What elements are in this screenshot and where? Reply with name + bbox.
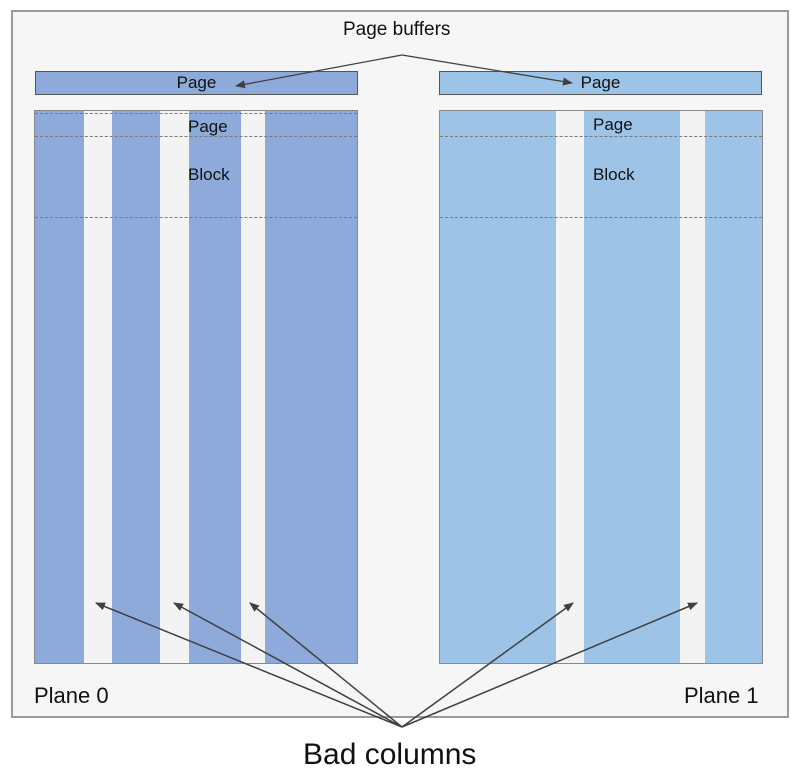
bad-column [680, 111, 705, 663]
page-boundary-line [440, 136, 762, 137]
page-label: Page [593, 115, 633, 134]
page-boundary-line [35, 113, 357, 114]
page-buffer-label: Page [580, 73, 621, 92]
page-buffer-label: Page [176, 73, 217, 92]
bad-column [160, 111, 189, 663]
page-buffer-plane-1: Page [439, 71, 762, 95]
bad-columns-title: Bad columns [303, 738, 477, 771]
block-label: Block [593, 165, 635, 184]
plane-0-array: Page Block [34, 110, 358, 664]
block-boundary-line [35, 217, 357, 218]
plane-1-label: Plane 1 [684, 683, 759, 708]
bad-column [556, 111, 584, 663]
bad-column [84, 111, 112, 663]
page-buffer-plane-0: Page [35, 71, 358, 95]
block-boundary-line [440, 217, 762, 218]
plane-0-label: Plane 0 [34, 683, 109, 708]
bad-column [241, 111, 265, 663]
page-label: Page [188, 117, 228, 136]
plane-1-array: Page Block [439, 110, 763, 664]
block-label: Block [188, 165, 230, 184]
page-buffers-title: Page buffers [343, 19, 451, 40]
page-boundary-line [35, 136, 357, 137]
